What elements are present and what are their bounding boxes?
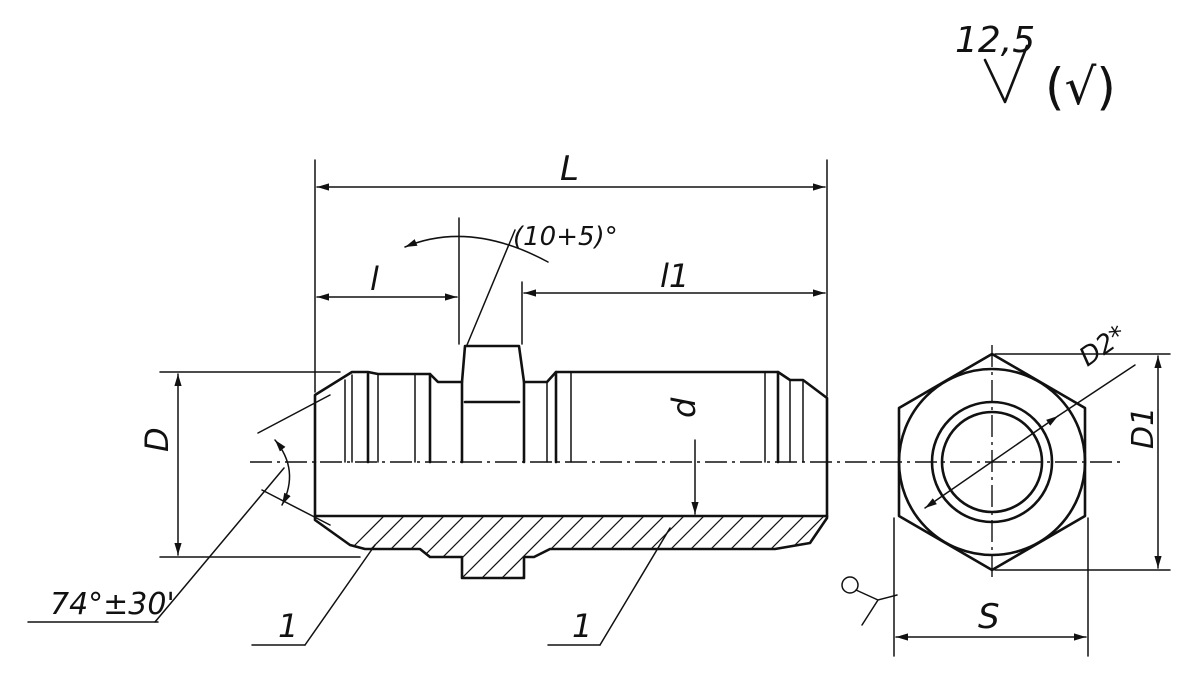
dimension-D1-label: D1: [1126, 407, 1161, 449]
roughness-value: 12,5: [955, 20, 1035, 61]
side-view: [250, 344, 1125, 580]
side-view-top-profile: [313, 344, 829, 464]
roughness-symbol: 12,5 (√): [955, 20, 1116, 116]
surface-mark-circle-icon: [841, 576, 859, 594]
section-hatching: [315, 516, 827, 578]
surface-mark-check-icon: [855, 589, 898, 626]
end-view: D2*: [897, 320, 1136, 580]
leader-right-label: 1: [572, 607, 592, 645]
dimension-d-label: d: [665, 397, 703, 418]
dimension-outer-diameter: D: [138, 371, 361, 558]
cone-angle-label: 74°±30': [50, 587, 175, 622]
dimension-thread-lengths: l l1: [316, 217, 826, 345]
dimension-l-label: l: [370, 260, 379, 298]
dimension-l1-label: l1: [660, 257, 689, 295]
side-view-inner-lines: [344, 370, 804, 464]
leader-left-label: 1: [278, 607, 298, 645]
surface-mark: [841, 576, 898, 626]
leader-right-surface: 1: [547, 527, 671, 646]
dimension-cone-angle: 74°±30': [27, 394, 331, 623]
dimension-D2-label: D2*: [1074, 320, 1132, 373]
dimension-D-label: D: [138, 427, 176, 452]
dimension-hex-corner-diameter: D1: [994, 353, 1171, 571]
dimension-chamfer-angle: (10+5)°: [404, 222, 618, 346]
dimension-S-label: S: [978, 597, 1000, 637]
side-view-bottom-profile: [313, 460, 829, 580]
leader-left-surface: 1: [251, 544, 376, 646]
dimension-bore-diameter: d: [665, 397, 703, 515]
dimension-overall-length: L: [314, 149, 828, 397]
dimension-hex-flats: S: [893, 517, 1089, 657]
chamfer-angle-label: (10+5)°: [513, 222, 618, 252]
roughness-bracket: (√): [1045, 58, 1116, 116]
dimension-L-label: L: [560, 149, 579, 189]
roughness-check-icon: [983, 44, 1029, 104]
